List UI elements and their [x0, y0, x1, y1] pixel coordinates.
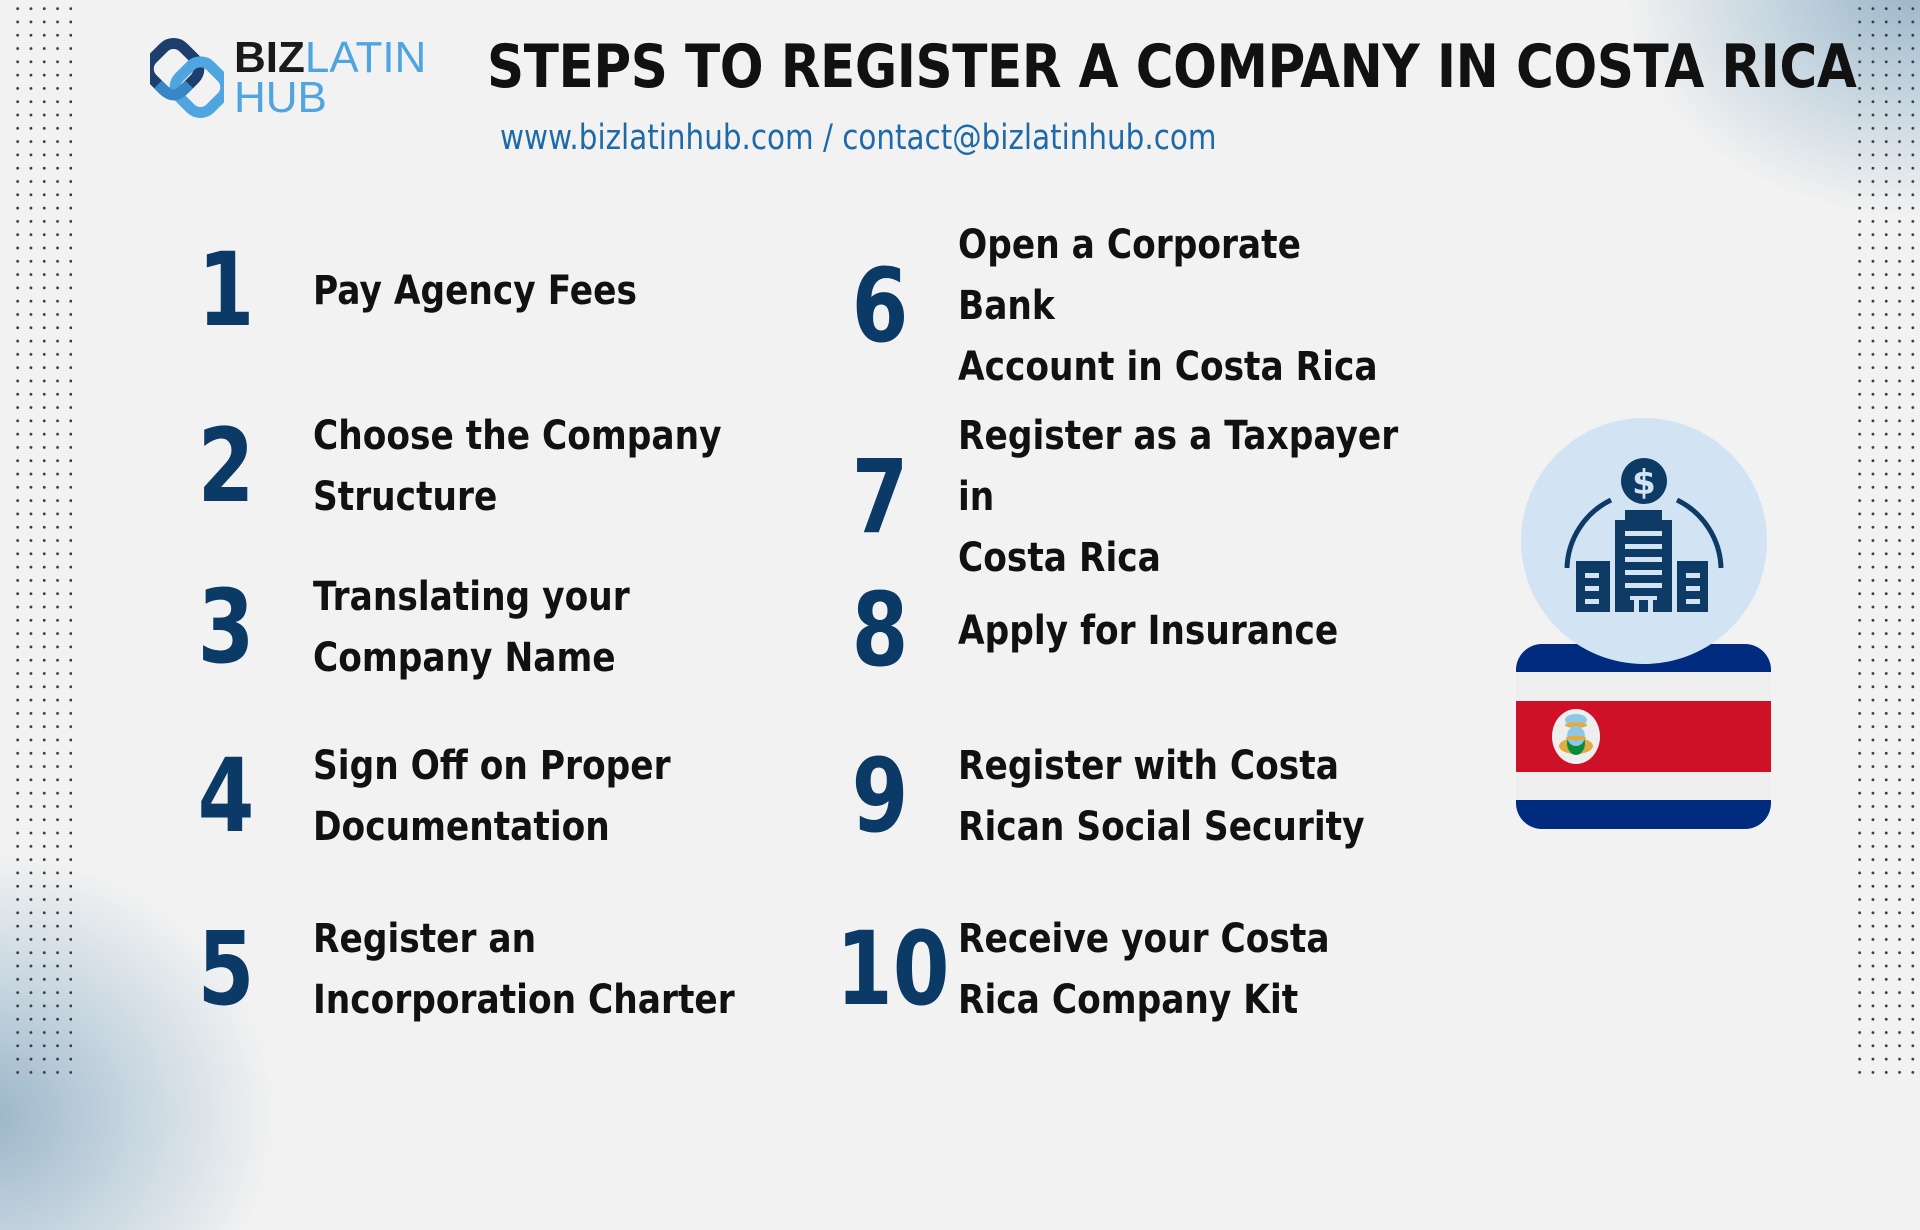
costa-rica-flag [1516, 644, 1771, 829]
step-label: Register as a Taxpayer in Costa Rica [958, 413, 1399, 581]
logo-hub-text: HUB [234, 73, 327, 122]
logo-chain-icon [150, 37, 224, 119]
step-label: Register an Incorporation Charter [313, 916, 735, 1023]
step-7: 7 Register as a Taxpayer in Costa Rica [825, 406, 1478, 589]
step-label: Open a Corporate Bank Account in Costa R… [958, 222, 1378, 390]
svg-text:$: $ [1632, 463, 1656, 503]
step-number: 5 [197, 910, 255, 1029]
flag-stripe-white-bottom [1516, 772, 1771, 800]
step-3: 3 Translating your Company Name [171, 567, 833, 689]
step-8: 8 Apply for Insurance [825, 580, 1478, 682]
logo-latin-text: LATIN [304, 33, 427, 82]
step-5: 5 Register an Incorporation Charter [171, 909, 833, 1031]
step-number: 9 [851, 737, 909, 856]
step-9: 9 Register with Costa Rican Social Secur… [825, 736, 1478, 858]
step-number: 6 [851, 246, 909, 366]
coat-of-arms-icon [1552, 709, 1600, 764]
contact-links[interactable]: www.bizlatinhub.com / contact@bizlatinhu… [500, 118, 1217, 158]
step-6: 6 Open a Corporate Bank Account in Costa… [825, 215, 1478, 398]
step-number: 3 [197, 568, 255, 687]
corner-glow-bottom-left [0, 850, 280, 1230]
dot-pattern-right [1848, 0, 1920, 1080]
step-label: Translating your Company Name [313, 574, 630, 681]
step-number: 2 [197, 407, 255, 526]
step-number: 7 [851, 437, 909, 557]
logo-biz-text: BIZ [234, 33, 305, 82]
page-title: STEPS TO REGISTER A COMPANY IN COSTA RIC… [487, 32, 1857, 102]
dot-pattern-left [6, 0, 72, 1080]
step-number: 10 [836, 910, 950, 1029]
step-1: 1 Pay Agency Fees [171, 240, 833, 342]
step-label: Pay Agency Fees [313, 267, 637, 314]
flag-stripe-white-top [1516, 672, 1771, 701]
step-label: Apply for Insurance [958, 607, 1339, 654]
step-number: 1 [197, 231, 255, 350]
step-10: 10 Receive your Costa Rica Company Kit [825, 909, 1478, 1031]
step-number: 4 [197, 737, 255, 856]
bank-building-dollar-icon: $ [1564, 458, 1724, 612]
step-2: 2 Choose the Company Structure [171, 406, 833, 528]
step-label: Register with Costa Rican Social Securit… [958, 743, 1365, 850]
icon-circle: $ [1521, 418, 1767, 664]
bizlatinhub-logo: BIZLATIN HUB [150, 34, 426, 122]
flag-stripe-blue-bottom [1516, 800, 1771, 829]
step-number: 8 [851, 571, 909, 690]
step-label: Choose the Company Structure [313, 413, 722, 520]
step-label: Sign Off on Proper Documentation [313, 743, 671, 850]
step-4: 4 Sign Off on Proper Documentation [171, 736, 833, 858]
step-label: Receive your Costa Rica Company Kit [958, 916, 1330, 1023]
